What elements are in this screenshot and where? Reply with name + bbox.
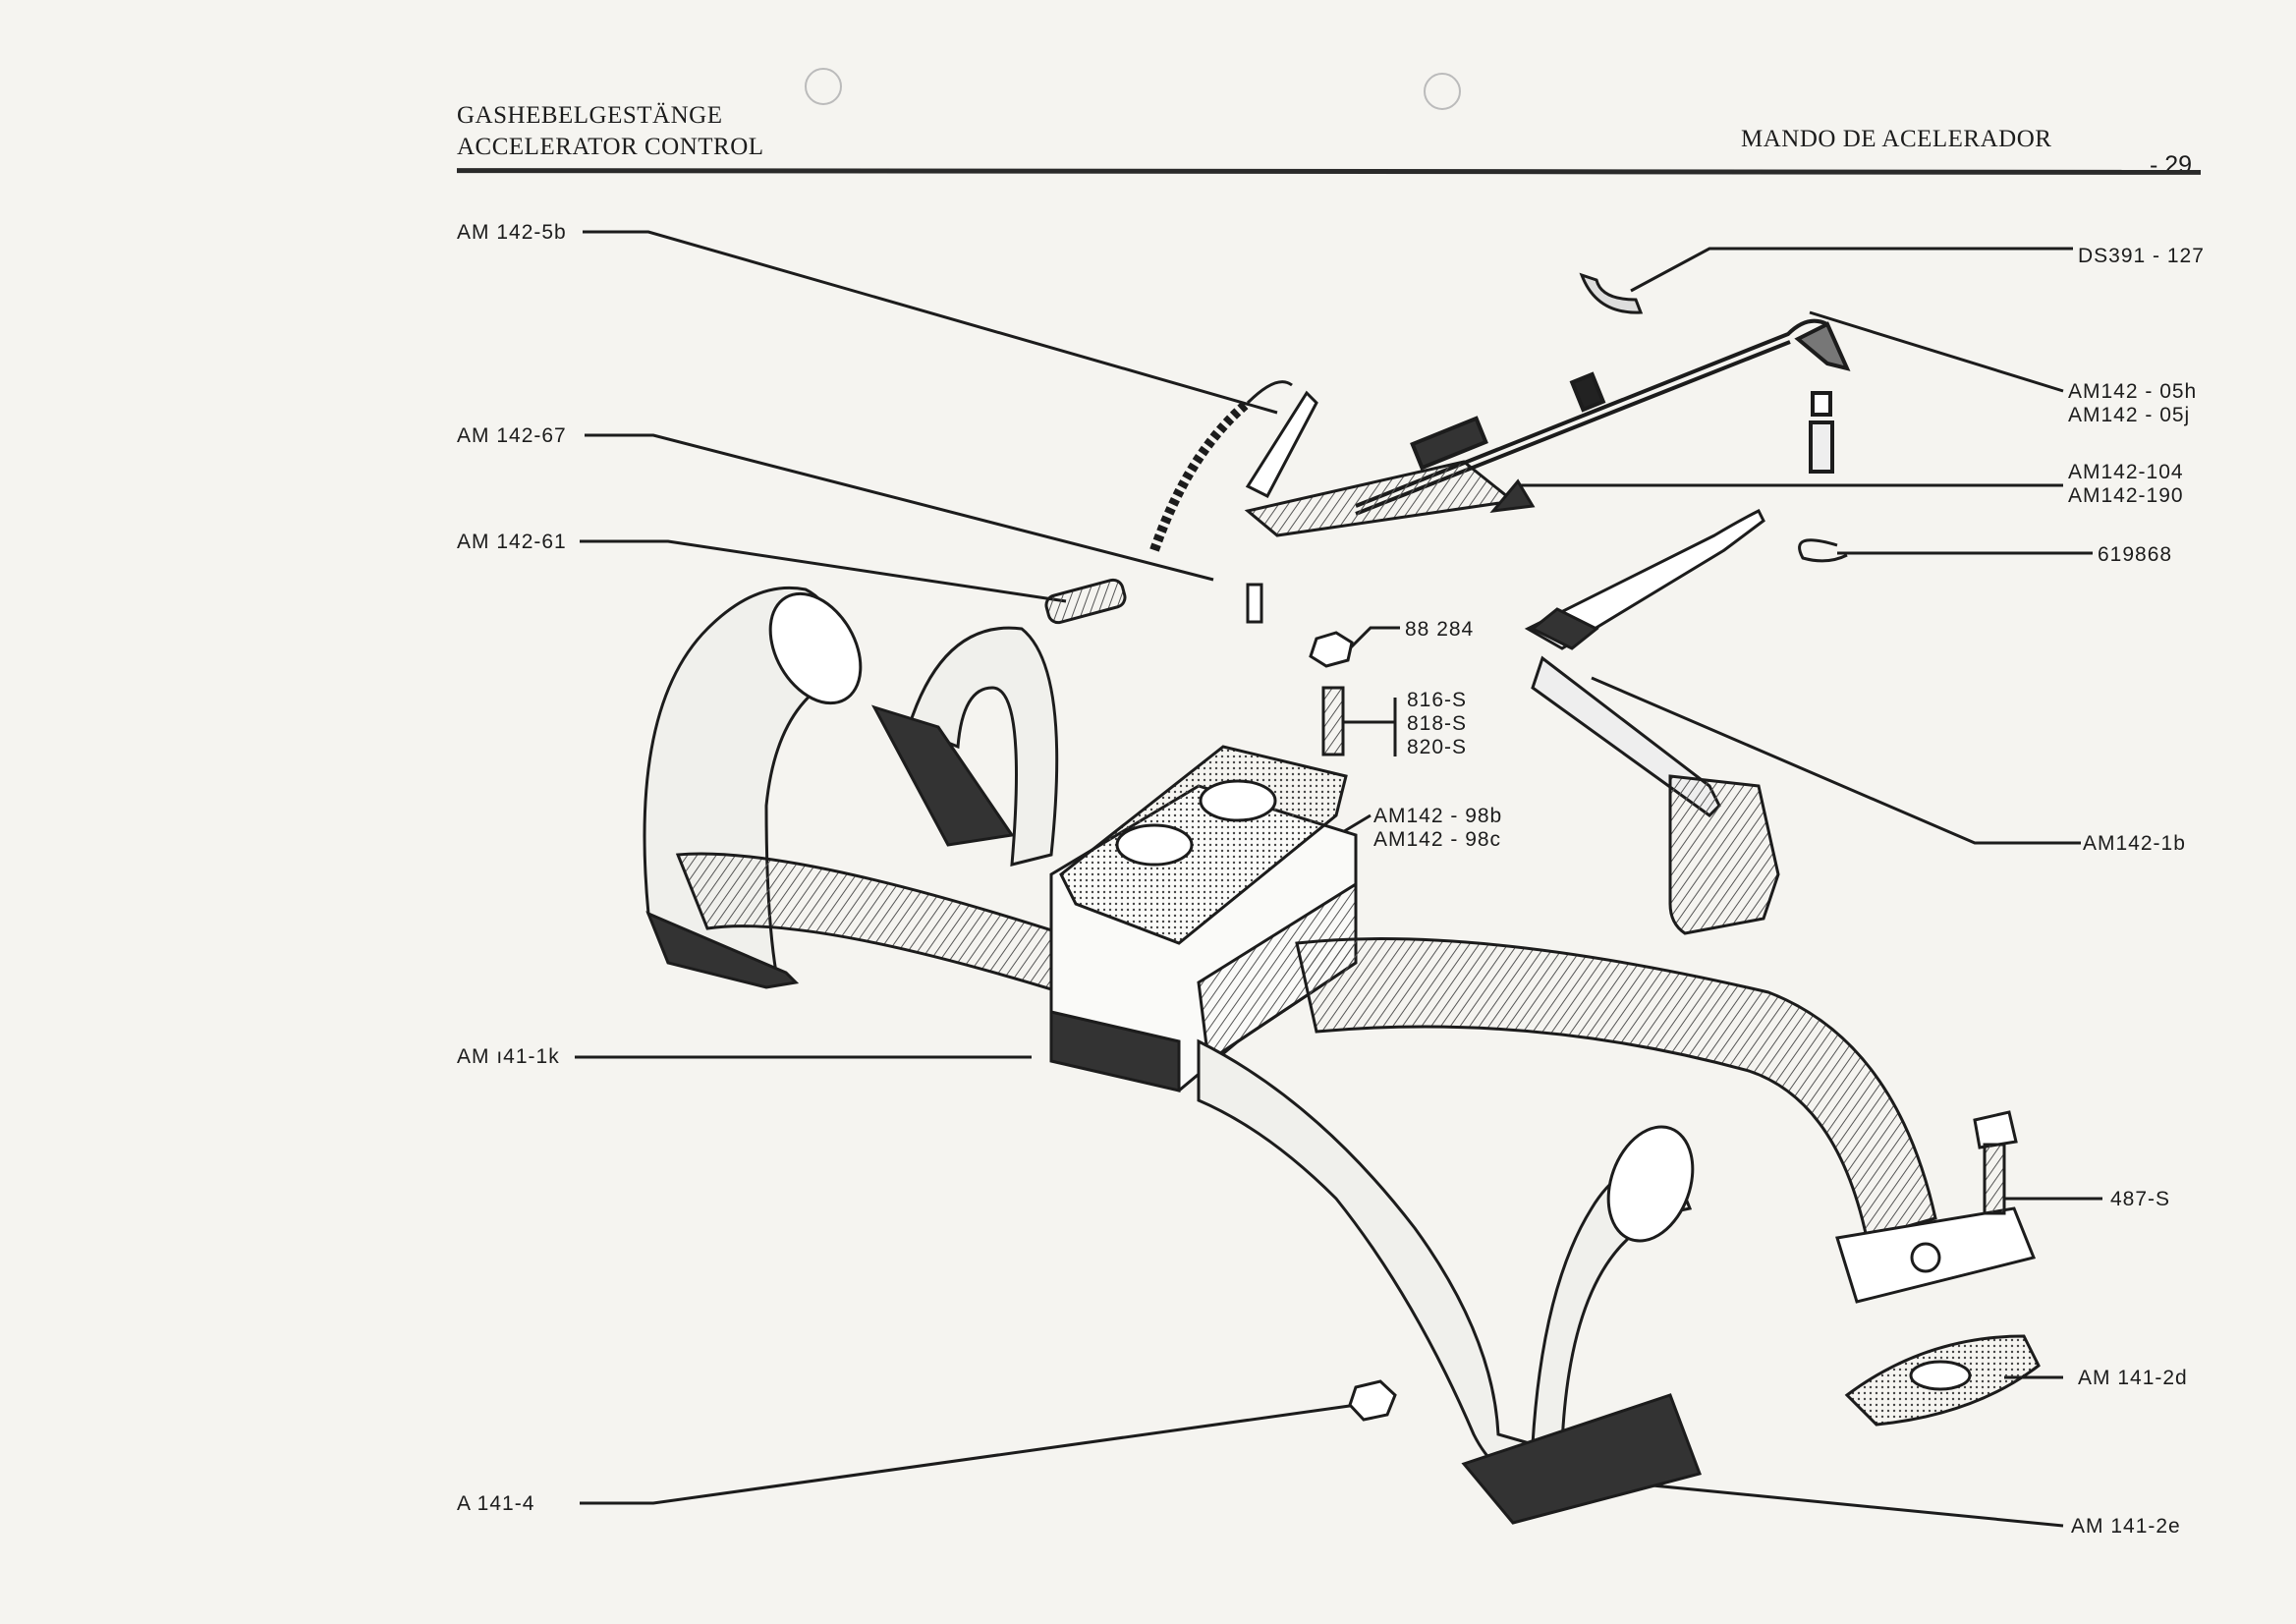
title-english: ACCELERATOR CONTROL	[457, 134, 764, 160]
stud-816s	[1321, 686, 1345, 756]
label-619868: 619868	[2098, 543, 2173, 566]
leader-am142-67	[585, 433, 1214, 582]
label-am142-05h: AM142 - 05h	[2068, 380, 2198, 403]
label-am141-1k: AM ı41-1k	[457, 1045, 560, 1068]
label-88284: 88 284	[1405, 618, 1475, 641]
label-am142-05j: AM142 - 05j	[2068, 404, 2191, 426]
title-spanish: MANDO DE ACELERADOR	[1741, 126, 2052, 152]
hairpin-619868	[1798, 538, 1848, 563]
label-816s: 816-S	[1407, 689, 1468, 711]
leader-816s	[1344, 698, 1397, 756]
manifold-am141-1k	[643, 586, 2037, 1525]
label-am142-1b: AM142-1b	[2083, 832, 2186, 855]
label-am142-98b: AM142 - 98b	[1373, 805, 1503, 827]
label-am142-5b: AM 142-5b	[457, 221, 567, 244]
clip-ds391	[1579, 272, 1644, 314]
label-am142-61: AM 142-61	[457, 531, 567, 553]
nut-a141-4	[1348, 1379, 1397, 1422]
leader-a141-4	[580, 1401, 1372, 1505]
label-818s: 818-S	[1407, 712, 1468, 735]
throttle-lever	[1149, 380, 1536, 552]
label-820s: 820-S	[1407, 736, 1468, 758]
label-ds391-127: DS391 - 127	[2078, 245, 2205, 267]
leader-am142-5b	[583, 230, 1278, 415]
leader-am142-1b	[1591, 676, 2081, 845]
leader-am142-05h	[1809, 310, 2064, 393]
label-a141-4: A 141-4	[457, 1492, 535, 1515]
label-am142-67: AM 142-67	[457, 424, 567, 447]
punch-hole-left	[805, 68, 842, 105]
spring-am142-61	[1044, 578, 1127, 625]
label-am141-2d: AM 141-2d	[2078, 1367, 2188, 1389]
pedal-am142-1b	[1524, 508, 1780, 935]
leader-ds391-127	[1630, 247, 2073, 293]
punch-hole-right	[1424, 73, 1461, 110]
label-am142-190: AM142-190	[2068, 484, 2184, 507]
label-487s: 487-S	[2110, 1188, 2171, 1210]
label-am142-98c: AM142 - 98c	[1373, 828, 1502, 851]
nut-88284	[1309, 631, 1354, 668]
title-german: GASHEBELGESTÄNGE	[457, 102, 723, 129]
leader-am142-61	[580, 539, 1067, 603]
label-am141-2e: AM 141-2e	[2071, 1515, 2181, 1538]
bolt-487s	[1973, 1110, 2018, 1215]
leader-88284	[1342, 626, 1400, 656]
label-am142-104: AM142-104	[2068, 461, 2184, 483]
pin-am142-67	[1246, 583, 1263, 624]
